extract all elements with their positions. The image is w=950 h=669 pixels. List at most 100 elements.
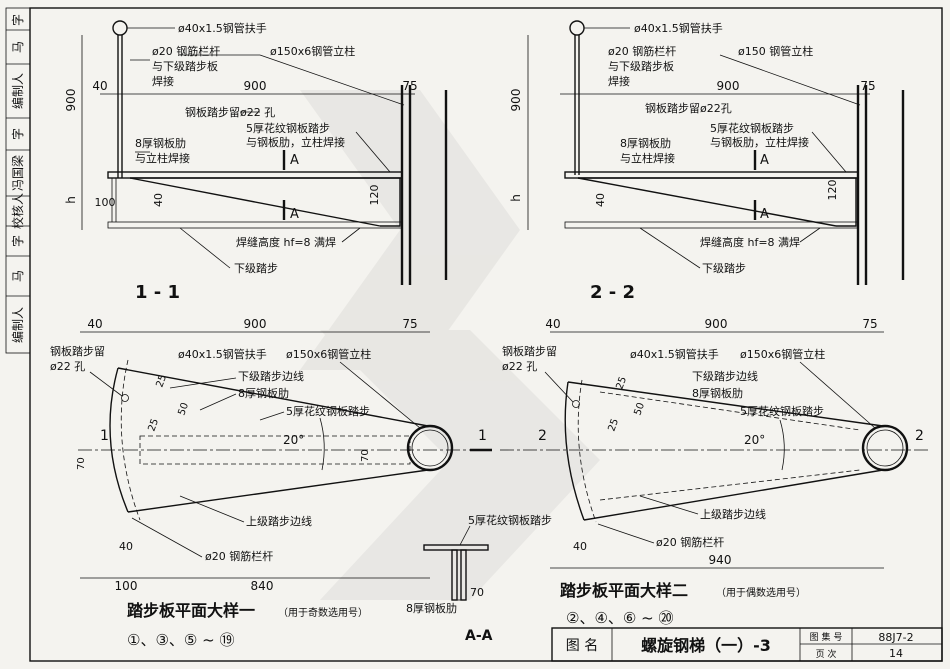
svg-text:与下级踏步板: 与下级踏步板 — [152, 59, 218, 73]
side-strip-cells — [6, 29, 30, 297]
page-number: 14 — [889, 647, 903, 660]
svg-text:75: 75 — [860, 79, 875, 93]
svg-text:A: A — [760, 207, 769, 222]
svg-text:40: 40 — [92, 79, 107, 93]
svg-text:1: 1 — [100, 428, 109, 444]
svg-text:120: 120 — [368, 185, 381, 206]
svg-text:5厚花纹钢板踏步: 5厚花纹钢板踏步 — [710, 121, 794, 135]
svg-text:焊缝高度 hf=8 满焊: 焊缝高度 hf=8 满焊 — [236, 235, 336, 249]
svg-text:1 - 1: 1 - 1 — [135, 282, 180, 303]
svg-text:20°: 20° — [283, 433, 304, 447]
plan2-title: 踏步板平面大样二 — [560, 581, 688, 600]
strip-1: 马 — [11, 41, 25, 53]
svg-text:ø40x1.5钢管扶手: ø40x1.5钢管扶手 — [178, 21, 267, 35]
handrail-circle-1 — [112, 20, 128, 36]
svg-text:5厚花纹钢板踏步: 5厚花纹钢板踏步 — [246, 121, 330, 135]
side-strip — [5, 7, 31, 354]
section-1-1: 900 75 40 900 h 100 40 120 A A ø40x1.5钢管… — [64, 20, 448, 303]
svg-text:（用于偶数选用号）: （用于偶数选用号） — [716, 586, 806, 599]
drawing-name: 螺旋钢梯（一）-3 — [641, 636, 771, 655]
svg-text:5厚花纹钢板踏步: 5厚花纹钢板踏步 — [286, 404, 370, 418]
strip-2: 编制人 — [10, 73, 25, 109]
svg-text:50: 50 — [632, 401, 647, 417]
svg-text:70: 70 — [76, 457, 87, 470]
svg-text:与下级踏步板: 与下级踏步板 — [608, 59, 674, 73]
strip-7: 马 — [11, 270, 25, 282]
svg-text:50: 50 — [176, 401, 191, 417]
svg-text:ø20 钢筋栏杆: ø20 钢筋栏杆 — [152, 44, 220, 58]
svg-text:840: 840 — [251, 579, 274, 593]
svg-text:900: 900 — [244, 79, 267, 93]
svg-text:ø20 钢筋栏杆: ø20 钢筋栏杆 — [608, 44, 676, 58]
svg-text:40: 40 — [545, 317, 560, 331]
svg-text:900: 900 — [64, 89, 78, 112]
svg-text:焊缝高度 hf=8 满焊: 焊缝高度 hf=8 满焊 — [700, 235, 800, 249]
svg-text:ø22 孔: ø22 孔 — [502, 360, 537, 373]
svg-text:ø150x6钢管立柱: ø150x6钢管立柱 — [740, 347, 825, 361]
svg-text:40: 40 — [119, 540, 133, 553]
svg-text:A-A: A-A — [465, 628, 493, 644]
svg-text:与立柱焊接: 与立柱焊接 — [135, 151, 190, 165]
atlas-number: 88J7-2 — [878, 631, 913, 644]
svg-text:1: 1 — [478, 428, 487, 444]
svg-text:ø40x1.5钢管扶手: ø40x1.5钢管扶手 — [178, 347, 267, 361]
svg-text:ø150x6钢管立柱: ø150x6钢管立柱 — [286, 347, 371, 361]
svg-text:900: 900 — [717, 79, 740, 93]
svg-text:8厚钢板肋: 8厚钢板肋 — [238, 386, 289, 400]
svg-text:ø20 钢筋栏杆: ø20 钢筋栏杆 — [656, 535, 724, 549]
svg-text:8厚钢板肋: 8厚钢板肋 — [135, 136, 186, 150]
svg-text:A: A — [290, 153, 299, 168]
svg-text:100: 100 — [95, 196, 116, 209]
svg-text:5厚花纹钢板踏步: 5厚花纹钢板踏步 — [740, 404, 824, 418]
svg-text:（用于奇数选用号）: （用于奇数选用号） — [278, 606, 368, 619]
strip-6: 字 — [10, 235, 25, 247]
svg-text:100: 100 — [115, 579, 138, 593]
side-strip-text: 字 马 编制人 字 冯国梁 校核人 字 马 编制人 — [10, 14, 25, 343]
svg-text:钢板踏步留: 钢板踏步留 — [502, 344, 557, 358]
svg-text:900: 900 — [244, 317, 267, 331]
svg-text:页 次: 页 次 — [816, 648, 837, 660]
svg-text:ø150x6钢管立柱: ø150x6钢管立柱 — [270, 44, 355, 58]
svg-text:2: 2 — [915, 428, 924, 444]
section-2-2: 900 75 900 h 40 120 A A ø40x1.5钢管扶手 ø20 … — [509, 20, 905, 303]
title-block: 图 名 螺旋钢梯（一）-3 图 集 号 88J7-2 页 次 14 — [551, 627, 943, 662]
svg-text:75: 75 — [862, 317, 877, 331]
svg-text:940: 940 — [709, 553, 732, 567]
svg-text:ø40x1.5钢管扶手: ø40x1.5钢管扶手 — [634, 21, 723, 35]
svg-text:25: 25 — [606, 417, 621, 433]
svg-text:ø150 钢管立柱: ø150 钢管立柱 — [738, 44, 813, 58]
svg-text:70: 70 — [360, 449, 371, 462]
plan1-title: 踏步板平面大样一 — [127, 601, 255, 620]
svg-text:下级踏步边线: 下级踏步边线 — [692, 369, 758, 383]
svg-text:ø40x1.5钢管扶手: ø40x1.5钢管扶手 — [630, 347, 719, 361]
strip-3: 字 — [10, 128, 25, 140]
svg-text:8厚钢板肋: 8厚钢板肋 — [406, 601, 457, 615]
svg-text:下级踏步: 下级踏步 — [702, 261, 746, 275]
svg-text:钢板踏步留ø22 孔: 钢板踏步留ø22 孔 — [185, 105, 275, 119]
svg-text:下级踏步: 下级踏步 — [234, 261, 278, 275]
svg-text:70: 70 — [470, 586, 484, 599]
svg-text:②、④、⑥ ~ ⑳: ②、④、⑥ ~ ⑳ — [566, 609, 673, 627]
svg-text:上级踏步边线: 上级踏步边线 — [700, 507, 766, 521]
svg-text:图 集 号: 图 集 号 — [810, 631, 843, 643]
svg-text:25: 25 — [154, 373, 169, 389]
svg-text:900: 900 — [509, 89, 523, 112]
svg-text:焊接: 焊接 — [608, 74, 630, 88]
svg-text:25: 25 — [614, 375, 629, 391]
plan-detail-2: 40 900 75 2 2 20° 25 50 25 钢板踏步留 ø22 孔 ø… — [500, 317, 930, 627]
svg-text:h: h — [64, 196, 78, 204]
svg-text:8厚钢板肋: 8厚钢板肋 — [620, 136, 671, 150]
svg-text:h: h — [509, 194, 523, 202]
svg-text:与钢板肋，立柱焊接: 与钢板肋，立柱焊接 — [246, 135, 345, 149]
strip-0: 字 — [10, 14, 25, 26]
svg-text:2: 2 — [538, 428, 547, 444]
svg-text:ø20 钢筋栏杆: ø20 钢筋栏杆 — [205, 549, 273, 563]
svg-text:ø22 孔: ø22 孔 — [50, 360, 85, 373]
strip-4: 冯国梁 — [10, 155, 25, 191]
svg-text:25: 25 — [146, 417, 161, 433]
svg-text:焊接: 焊接 — [152, 74, 174, 88]
svg-text:900: 900 — [705, 317, 728, 331]
svg-text:120: 120 — [826, 180, 839, 201]
